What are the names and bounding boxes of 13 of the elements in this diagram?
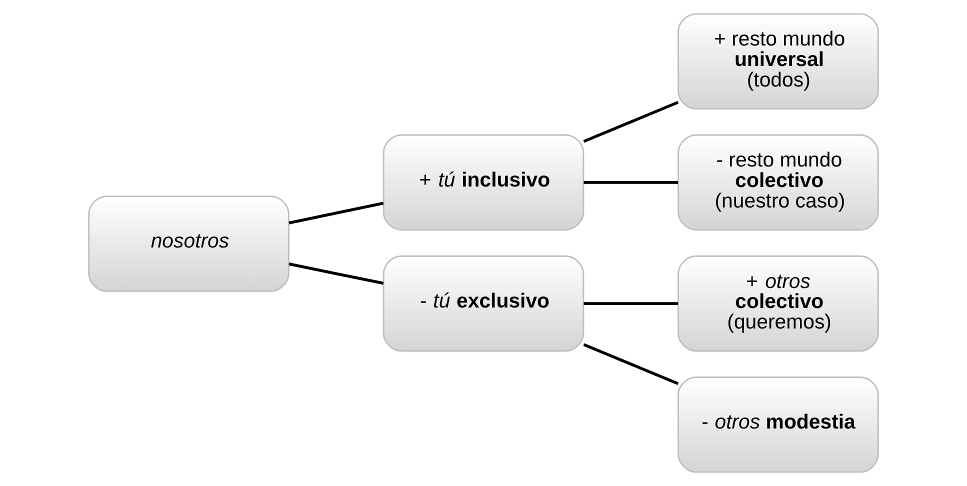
connector: [288, 202, 384, 224]
node-box: + otros colectivo (queremos): [678, 255, 879, 352]
connector: [583, 100, 679, 143]
connector: [584, 302, 678, 305]
node-box: nosotros: [88, 196, 290, 292]
node-box: + tú inclusivo: [382, 134, 584, 231]
connector: [584, 180, 678, 184]
connector: [583, 343, 679, 386]
node-box: - tú exclusivo: [382, 255, 584, 352]
node-box: - resto mundo colectivo (nuestro caso): [678, 134, 879, 231]
connector: [288, 262, 384, 285]
node-box: - otros modestia: [678, 376, 879, 473]
node-box: + resto mundo universal (todos): [678, 13, 879, 110]
